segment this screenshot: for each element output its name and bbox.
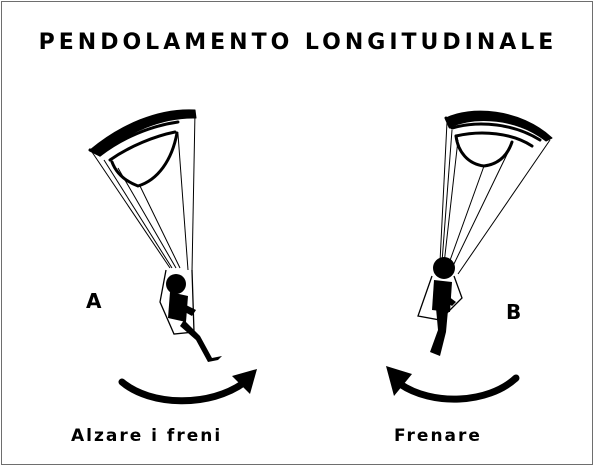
pilot-b	[417, 257, 463, 356]
caption-frenare: Frenare	[394, 426, 482, 446]
lines-b	[439, 121, 551, 275]
diagram-title: PENDOLAMENTO LONGITUDINALE	[38, 30, 558, 55]
paraglider-b	[386, 110, 553, 403]
pilot-a	[159, 269, 222, 362]
arrow-a	[118, 369, 257, 405]
canopy-b	[444, 110, 553, 168]
arrow-b	[386, 366, 520, 403]
label-a: A	[86, 289, 102, 313]
lines-a	[91, 111, 196, 273]
label-b: B	[506, 300, 522, 324]
caption-alzare-i-freni: Alzare i freni	[71, 426, 223, 446]
paraglider-a	[88, 109, 257, 405]
canopy-a	[88, 109, 197, 188]
